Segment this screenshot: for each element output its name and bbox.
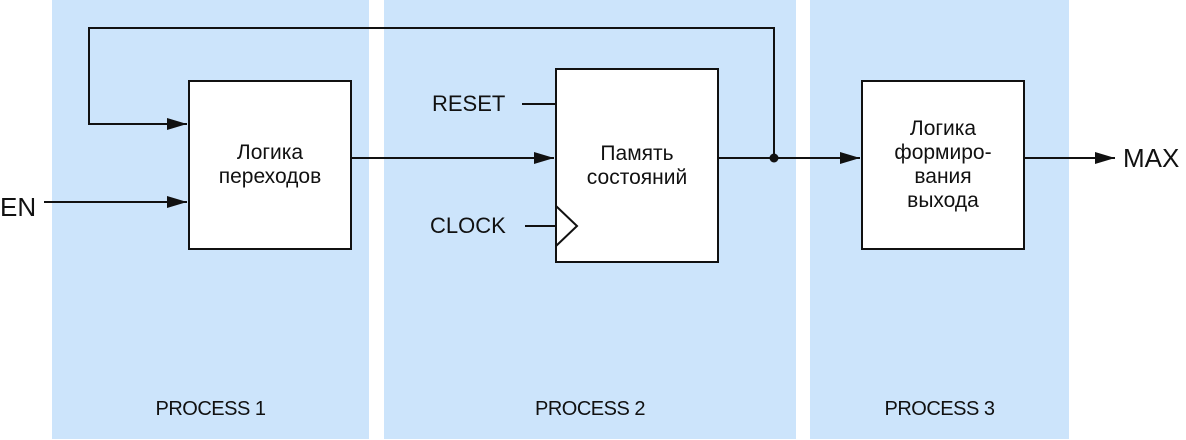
junction-dot (769, 153, 779, 163)
state-memory-block: Память состояний (555, 68, 719, 263)
reset-signal-label: RESET (432, 91, 506, 116)
transition-logic-label: Логика переходов (218, 141, 322, 188)
max-signal-label: MAX (1123, 143, 1180, 173)
feedback-wire (88, 27, 775, 158)
en-signal-label: EN (0, 192, 37, 222)
clock-signal-label: CLOCK (430, 213, 506, 238)
clock-edge-icon (555, 205, 579, 247)
process-1-label: PROCESS 1 (155, 398, 266, 420)
transition-logic-block: Логика переходов (188, 80, 352, 250)
output-logic-label: Логика формиро- вания выхода (894, 117, 992, 212)
process-2-label: PROCESS 2 (535, 398, 645, 420)
output-logic-block: Логика формиро- вания выхода (861, 80, 1025, 250)
state-memory-label: Память состояний (586, 141, 688, 189)
process-3-label: PROCESS 3 (884, 398, 995, 420)
